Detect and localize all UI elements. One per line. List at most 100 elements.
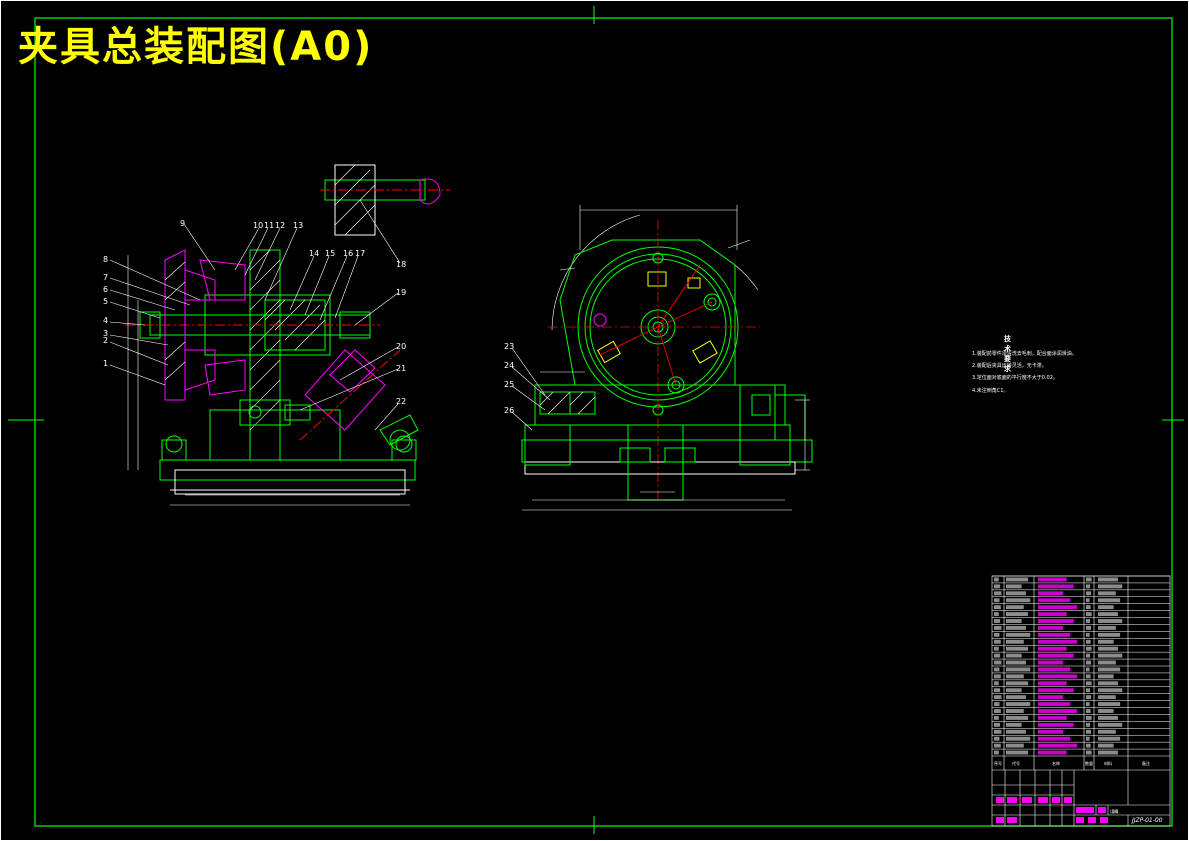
callout-25: 25 <box>504 380 514 389</box>
scale-label: 比例 <box>1110 808 1118 814</box>
tech-item-4: 4.未注倒角C1。 <box>972 388 1009 394</box>
bom-cell-mark <box>1098 709 1114 713</box>
right-view-callouts <box>511 347 551 431</box>
callout-18: 18 <box>396 260 406 269</box>
bom-cell-mark <box>994 729 1002 734</box>
callout-13: 13 <box>293 221 303 230</box>
right-view-labels: 23 24 25 26 <box>504 342 514 415</box>
callout-21: 21 <box>396 364 406 373</box>
bom-cell-mark <box>994 688 1001 693</box>
bom-header-material: 材料 <box>1104 760 1112 766</box>
bom-cell-mark <box>1098 612 1118 617</box>
bom-cell-mark <box>994 577 999 582</box>
callout-14: 14 <box>309 249 319 258</box>
bom-cell-mark <box>1086 632 1090 637</box>
bom-cell-mark <box>1006 605 1024 610</box>
bom-cell-mark <box>1006 653 1022 658</box>
bom-cell-mark <box>1086 709 1091 713</box>
bom-cell-mark <box>1098 695 1116 700</box>
bom-cell-mark <box>1098 598 1121 603</box>
bom-cell-mark <box>994 681 999 686</box>
bom-cell-mark <box>994 653 1001 658</box>
callout-11: 11 <box>264 221 274 230</box>
bom-header-qty: 数量 <box>1085 760 1093 766</box>
bom-cell-mark <box>1086 584 1091 589</box>
bom-cell-mark <box>994 632 1000 637</box>
bom-cell-mark <box>994 709 1001 713</box>
tech-heading: 技术要求 <box>1004 335 1011 373</box>
bom-cell-mark <box>1038 702 1071 707</box>
bom-cell-mark <box>1006 722 1022 727</box>
bom-cell-mark <box>1098 667 1121 672</box>
bom-cell-mark <box>1006 598 1031 603</box>
bom-cell-mark <box>1006 612 1029 617</box>
drawing-number: JJZP-01-00 <box>1131 817 1163 824</box>
bom-cell-mark <box>1098 674 1114 679</box>
bom-cell-mark <box>1038 681 1067 686</box>
callout-20: 20 <box>396 342 406 351</box>
bom-cell-mark <box>994 639 1001 644</box>
callout-10: 10 <box>253 221 263 230</box>
bom-cell-mark <box>1098 605 1114 610</box>
bom-cell-mark <box>1038 695 1064 700</box>
bom-cell-mark <box>1098 736 1121 741</box>
bom-cell-mark <box>1038 688 1074 693</box>
bom-cell-mark <box>1006 729 1026 734</box>
callout-19: 19 <box>396 288 406 297</box>
bom-cell-mark <box>1006 639 1024 644</box>
callout-5: 5 <box>103 297 108 306</box>
bom-cell-mark <box>1098 619 1123 623</box>
bom-cell-mark <box>1038 605 1078 610</box>
bom-cell-mark <box>1038 743 1078 748</box>
bom-cell-mark <box>1006 577 1029 582</box>
bom-cell-mark <box>1006 750 1029 755</box>
callout-16: 16 <box>343 249 353 258</box>
bom-cell-mark <box>1038 639 1078 644</box>
bom-cell-mark <box>994 646 999 651</box>
scale-value: 1:2 <box>1112 809 1119 814</box>
bom-cell-mark <box>1086 598 1090 603</box>
bom-cell-mark <box>1038 591 1064 596</box>
bom-cell-mark <box>1038 660 1064 665</box>
callout-6: 6 <box>103 285 108 294</box>
bom-cell-mark <box>994 660 1002 665</box>
callout-2: 2 <box>103 336 108 345</box>
bom-cell-mark <box>1086 695 1092 700</box>
bom-cell-mark <box>1006 715 1029 720</box>
bom-cell-mark <box>1086 653 1091 658</box>
bom-cell-mark <box>994 750 999 755</box>
bom-cell-mark <box>1006 619 1022 623</box>
bom-cell-mark <box>1098 653 1123 658</box>
callout-12: 12 <box>275 221 285 230</box>
bom-cell-mark <box>1038 653 1074 658</box>
bom-cell-mark <box>1038 577 1067 582</box>
bom-cell-mark <box>1098 750 1118 755</box>
bom-cell-mark <box>1086 729 1092 734</box>
bom-cell-mark <box>1086 667 1090 672</box>
bom-cell-mark <box>994 667 1000 672</box>
bom-cell-mark <box>1006 702 1031 707</box>
bom-cell-mark <box>994 598 1000 603</box>
bom-cell-mark <box>1098 584 1123 589</box>
bom-cell-mark <box>1006 584 1022 589</box>
callout-9: 9 <box>180 219 185 228</box>
bom-cell-mark <box>1098 591 1116 596</box>
bom-cell-mark <box>1038 598 1071 603</box>
bom-header-no: 序号 <box>994 760 1002 766</box>
bom-cell-mark <box>994 612 999 617</box>
callout-8: 8 <box>103 255 108 264</box>
bom-cell-mark <box>1086 681 1092 686</box>
callout-7: 7 <box>103 273 108 282</box>
bom-cell-mark <box>1038 625 1064 630</box>
bom-cell-mark <box>1098 702 1121 707</box>
bom-cell-mark <box>1038 736 1071 741</box>
bom-cell-mark <box>1098 646 1118 651</box>
bom-cell-mark <box>1086 743 1091 748</box>
callout-17: 17 <box>355 249 365 258</box>
bom-cell-mark <box>1086 625 1092 630</box>
tech-item-1: 1.装配前零件须清洗去毛刺，配合面涂润滑油。 <box>972 351 1077 357</box>
right-front-view <box>521 205 813 511</box>
bom-cell-mark <box>1038 709 1078 713</box>
bom-cell-mark <box>1006 646 1029 651</box>
